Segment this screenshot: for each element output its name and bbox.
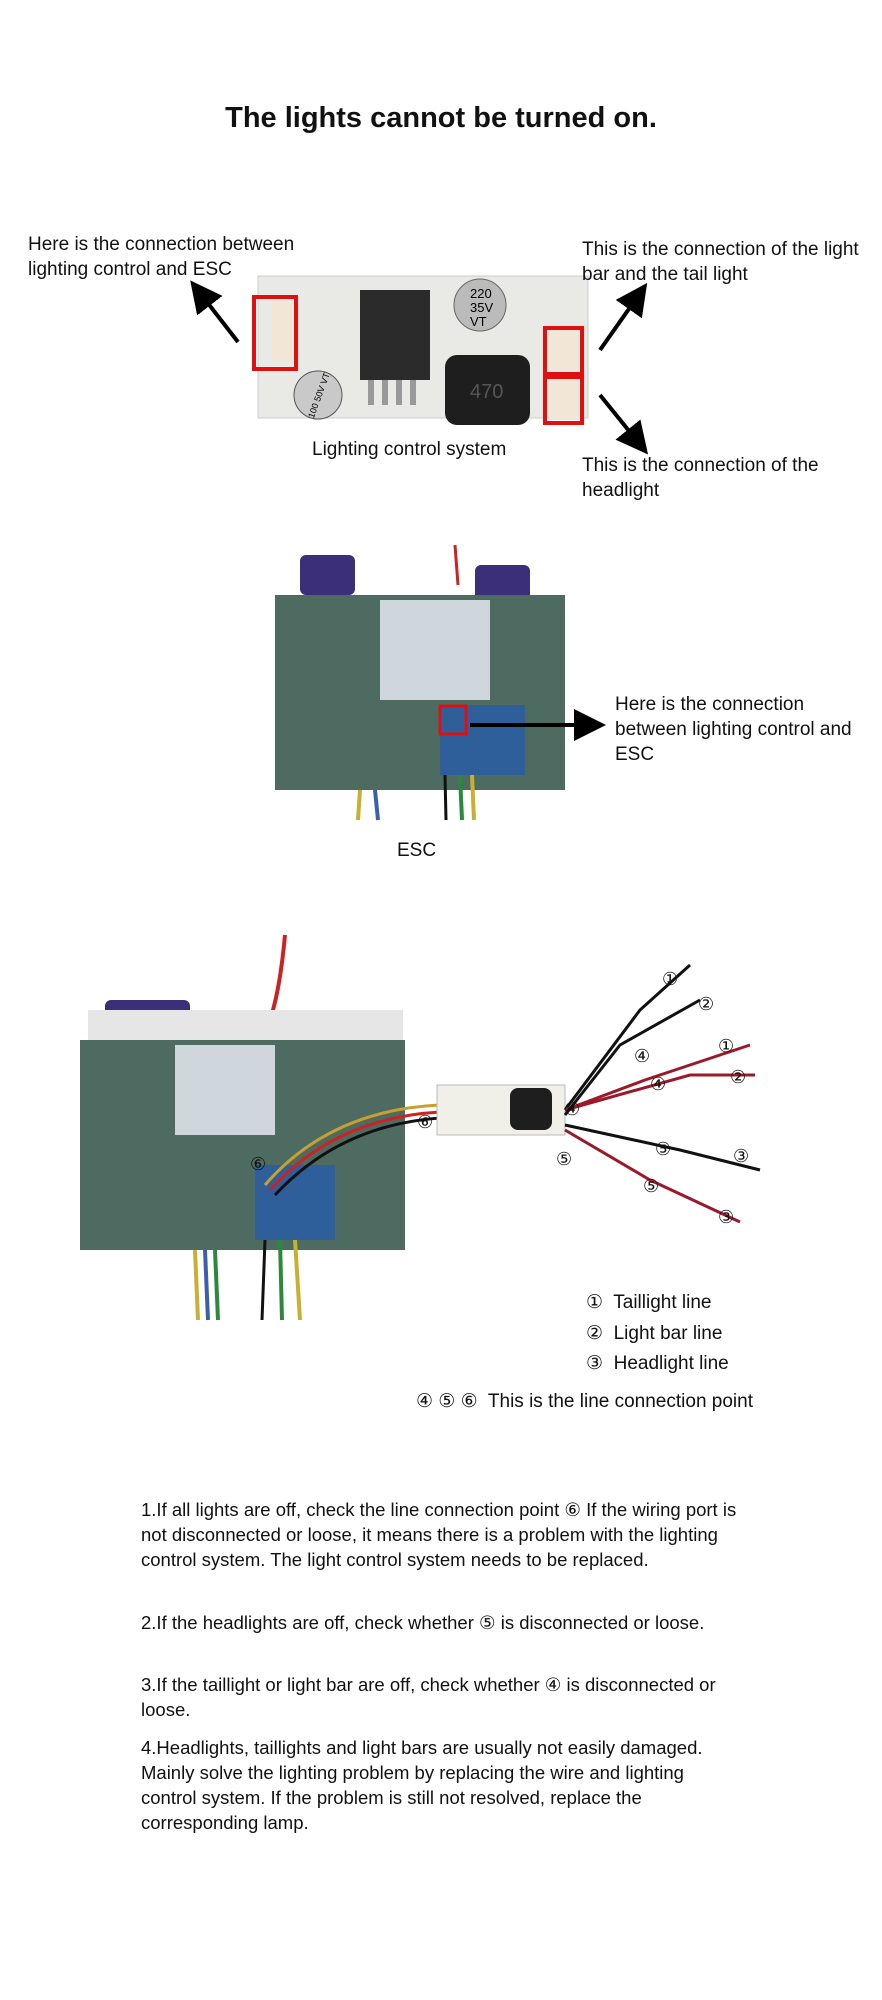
svg-text:VT: VT (470, 314, 487, 329)
esc-connection-label: Here is the connection between lighting … (28, 234, 295, 280)
lightbar-taillight-connection-label: This is the connection of the light bar … (582, 239, 859, 285)
svg-text:④: ④ (564, 1099, 580, 1120)
esc-board-photo (275, 544, 606, 821)
svg-text:①: ① (662, 969, 678, 990)
instruction-3: 3.If the taillight or light bar are off,… (141, 1674, 716, 1720)
page-title: The lights cannot be turned on. (225, 102, 657, 134)
instruction-4: 4.Headlights, taillights and light bars … (141, 1737, 703, 1833)
svg-text:⑤: ⑤ (643, 1176, 659, 1197)
instruction-2: 2.If the headlights are off, check wheth… (141, 1612, 705, 1633)
lighting-control-caption: Lighting control system (312, 439, 507, 460)
svg-text:②: ② (730, 1067, 746, 1088)
instruction-1: 1.If all lights are off, check the line … (141, 1499, 737, 1570)
svg-text:④: ④ (634, 1046, 650, 1067)
svg-text:③: ③ (718, 1207, 734, 1228)
esc-caption: ESC (397, 840, 437, 861)
legend-lightbar: ② Light bar line (586, 1323, 723, 1344)
svg-text:③: ③ (733, 1146, 749, 1167)
svg-text:470: 470 (470, 381, 503, 403)
svg-text:⑤: ⑤ (655, 1139, 671, 1160)
svg-text:⑥: ⑥ (250, 1154, 266, 1175)
svg-text:①: ① (718, 1036, 734, 1057)
headlight-connection-label: This is the connection of the headlight (582, 455, 819, 501)
svg-text:④: ④ (650, 1074, 666, 1095)
svg-text:②: ② (698, 994, 714, 1015)
legend-taillight: ① Taillight line (586, 1292, 712, 1313)
connection-point-note: ④ ⑤ ⑥ This is the line connection point (416, 1391, 753, 1412)
svg-text:⑥: ⑥ (417, 1112, 433, 1133)
legend-headlight: ③ Headlight line (586, 1353, 729, 1374)
capacitor-mark: 220 (470, 286, 492, 301)
esc-connection-label-2: Here is the connection between lighting … (615, 694, 852, 765)
lighting-control-board-photo: 220 35V VT 470 100 50V VT (190, 275, 649, 455)
svg-text:35V: 35V (470, 300, 493, 315)
svg-text:⑤: ⑤ (556, 1149, 572, 1170)
